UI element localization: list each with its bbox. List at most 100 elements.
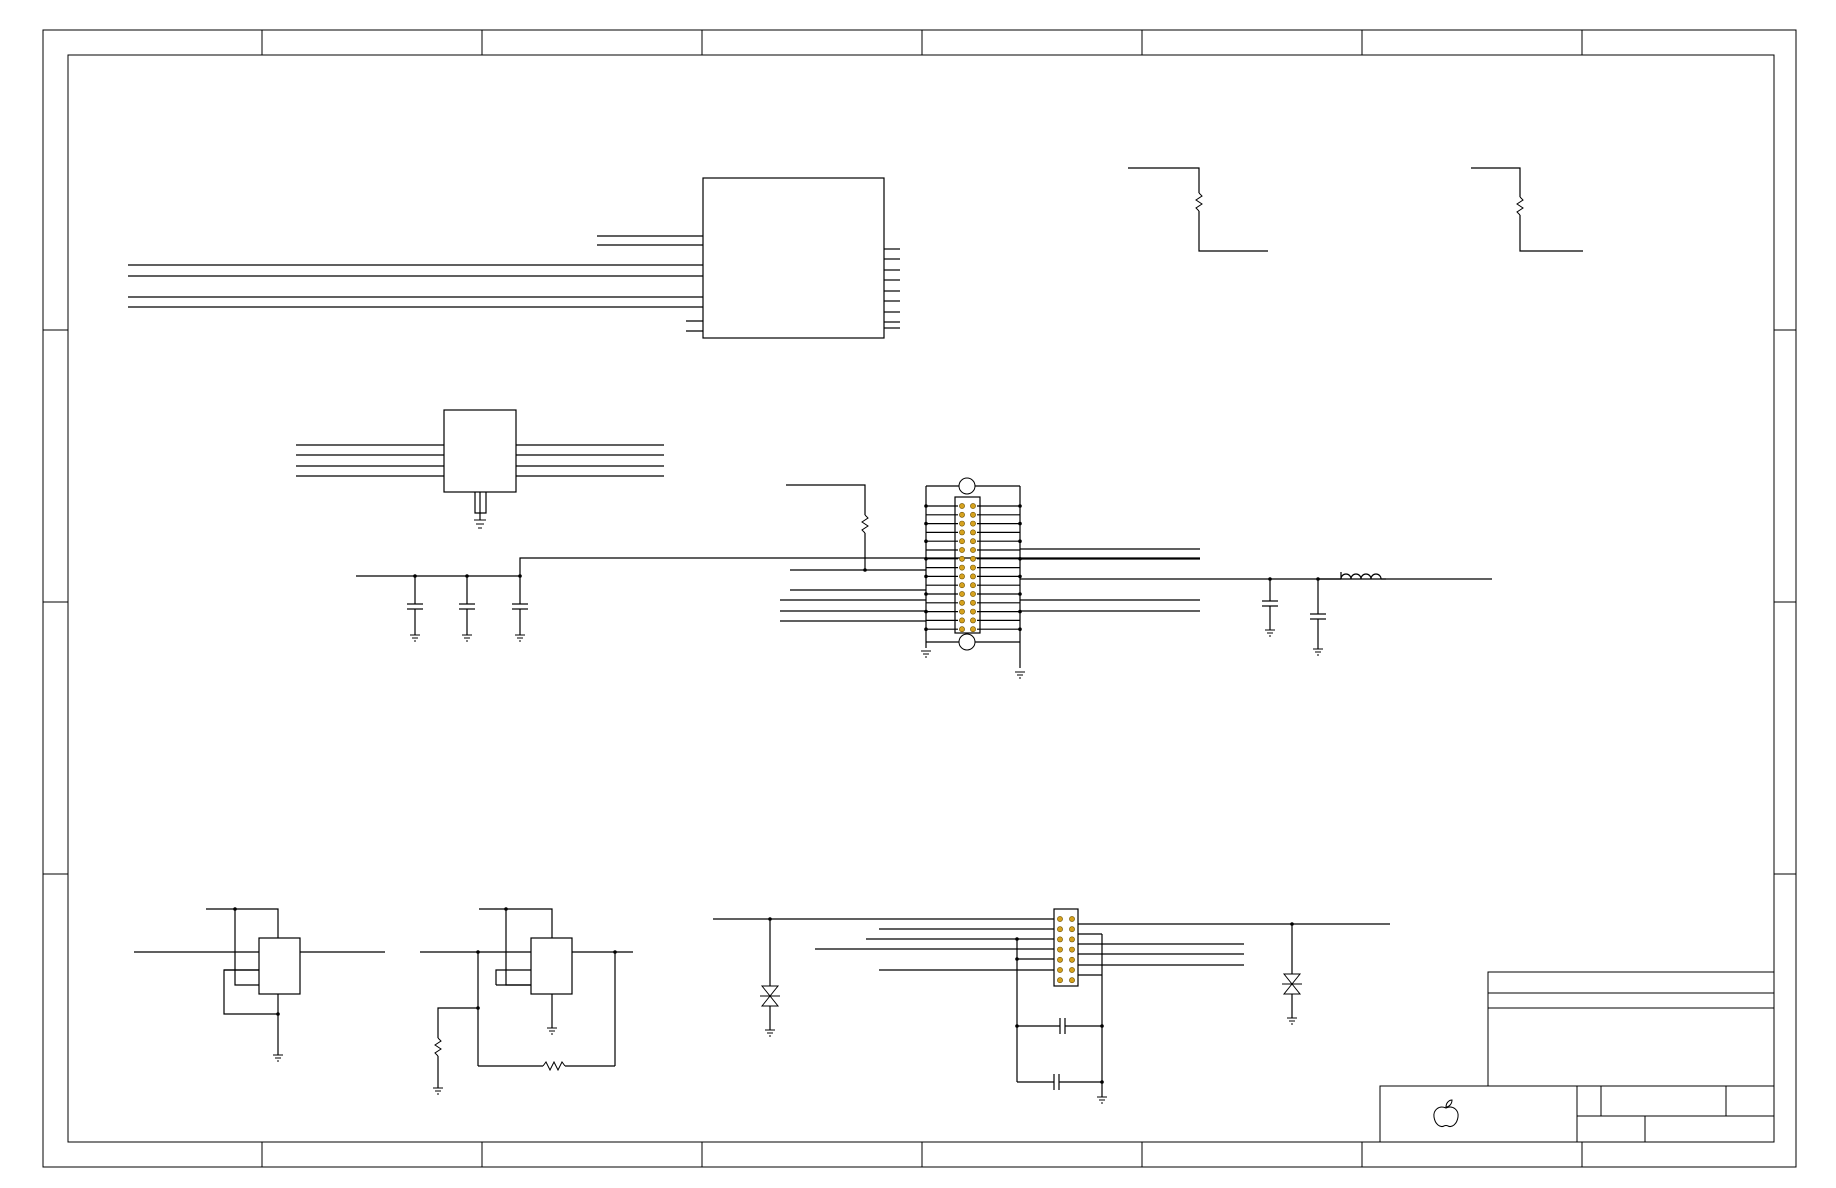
- sheet-frame: [42, 29, 1797, 1168]
- power-filter: [1262, 572, 1492, 656]
- side-zone-dividers: [43, 329, 1796, 875]
- pullup-resistor-r1: [1128, 167, 1268, 252]
- connector-j2-pin: [1069, 967, 1075, 973]
- regulator-u4: [420, 907, 633, 1095]
- ic-u1-block: [128, 177, 900, 339]
- connector-j1-pin: [959, 511, 965, 518]
- tvs-diode-d1: [760, 917, 780, 1037]
- ground-symbol-icon: [1097, 1096, 1107, 1104]
- title-block-upper: [1487, 971, 1775, 1087]
- connector-j2-pin: [1069, 916, 1075, 922]
- junction-dot: [924, 539, 928, 543]
- connector-j1-pin: [959, 547, 965, 553]
- junction-dot: [1018, 627, 1022, 631]
- connector-j2-pin: [1057, 916, 1063, 922]
- connector-j1-mount-hole-bottom: [958, 633, 976, 651]
- connector-j1-pin: [959, 626, 965, 633]
- capacitor-c6: [1015, 1018, 1104, 1034]
- connector-j1-pin: [959, 617, 965, 624]
- junction-dot: [1018, 539, 1022, 543]
- junction-dot: [924, 504, 928, 508]
- connector-j2-pin: [1057, 977, 1063, 984]
- connector-j2-pin: [1069, 926, 1075, 933]
- connector-j2-pin: [1057, 936, 1063, 943]
- connector-j1-pin: [970, 529, 976, 536]
- connector-j1-wires: [924, 504, 1022, 631]
- inner-border: [67, 54, 1775, 1143]
- connector-j1-pin: [959, 564, 965, 571]
- connector-j1-pins: [959, 503, 976, 633]
- connector-j2-pin: [1069, 977, 1075, 984]
- junction-dot: [1018, 521, 1022, 526]
- connector-j1-pin: [970, 599, 976, 606]
- connector-j1-pin: [959, 591, 965, 597]
- connector-j2-pin: [1057, 956, 1063, 963]
- ic-u1-body: [702, 177, 885, 339]
- ic-u2-body: [443, 409, 517, 493]
- connector-j1-pin: [970, 573, 976, 580]
- connector-j1-body: [954, 496, 981, 634]
- ground-symbol-icon: [474, 519, 486, 529]
- capacitor-c3: [512, 576, 528, 642]
- ic-u2-block: [296, 409, 664, 529]
- top-zone-dividers: [261, 30, 1583, 55]
- connector-j1-pin: [959, 520, 965, 527]
- junction-dot: [924, 627, 928, 631]
- connector-j2-pin: [1069, 946, 1075, 953]
- connector-j1-pin: [959, 608, 965, 615]
- capacitor-c1: [407, 576, 423, 642]
- pullup-resistor-r2: [1471, 167, 1583, 252]
- connector-j2-pin: [1057, 946, 1063, 953]
- capacitor-c7: [1017, 1074, 1104, 1090]
- bottom-zone-dividers: [261, 1142, 1583, 1167]
- connector-j1-pin: [970, 555, 976, 562]
- connector-j1-pin: [959, 573, 965, 580]
- connector-j1-pin: [959, 538, 965, 545]
- connector-j1-pin: [970, 617, 976, 624]
- junction-dot: [924, 592, 928, 596]
- connector-j1: [780, 477, 1340, 679]
- capacitor-c2: [459, 576, 475, 642]
- connector-j1-pin: [970, 608, 976, 615]
- connector-j2-pins: [1057, 916, 1075, 984]
- inductor-l1: [1318, 572, 1386, 580]
- connector-j1-pin: [959, 582, 965, 589]
- regulator-u3: [134, 907, 385, 1062]
- junction-dot: [1018, 592, 1022, 596]
- connector-j1-pin: [959, 529, 965, 536]
- ground-symbol-icon: [921, 650, 931, 658]
- junction-dot: [1018, 504, 1022, 508]
- title-block: [1379, 971, 1775, 1143]
- connector-j1-pin: [970, 547, 976, 553]
- connector-j2-pin: [1069, 956, 1075, 963]
- connector-j1-pin: [959, 503, 965, 509]
- connector-j1-pin: [970, 626, 976, 633]
- junction-dot: [924, 521, 928, 526]
- connector-j2-pin: [1069, 936, 1075, 943]
- junction-dot: [1018, 574, 1022, 579]
- outer-border: [42, 29, 1797, 1168]
- connector-j1-pin: [970, 511, 976, 518]
- connector-j2-pin: [1057, 967, 1063, 973]
- capacitor-c4: [1262, 579, 1278, 637]
- connector-j1-pin: [959, 555, 965, 562]
- junction-dot: [924, 557, 928, 561]
- connector-j1-pin: [970, 503, 976, 509]
- apple-logo-icon: [1433, 1099, 1459, 1127]
- connector-j1-mount-hole-top: [958, 477, 976, 495]
- connector-j1-pin: [970, 538, 976, 545]
- connector-j1-pin: [970, 520, 976, 527]
- connector-j2-pin: [1057, 926, 1063, 933]
- junction-dot: [924, 574, 928, 579]
- connector-j2-body: [1053, 908, 1079, 987]
- regulator-u3-body: [258, 937, 301, 995]
- capacitor-c5: [1310, 579, 1326, 656]
- connector-j2: [713, 908, 1390, 1104]
- ground-symbol-icon: [1015, 671, 1025, 679]
- connector-j1-pin: [959, 599, 965, 606]
- connector-j1-pin: [970, 564, 976, 571]
- connector-j1-pin: [970, 582, 976, 589]
- regulator-u4-body: [530, 937, 573, 995]
